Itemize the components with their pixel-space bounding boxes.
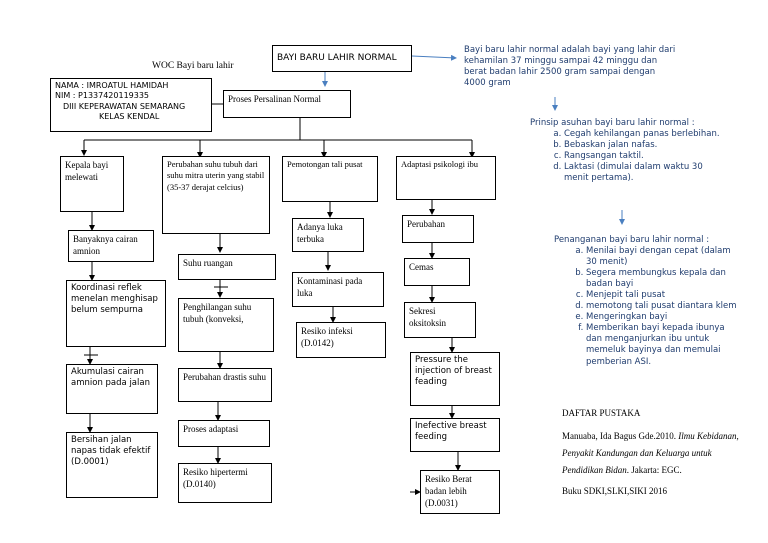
col1-node-5: Bersihan jalan napas tidak efektif (D.00… (66, 432, 158, 498)
handling-item: memotong tali pusat diantara klem (586, 301, 738, 312)
bibliography-section: DAFTAR PUSTAKA Manuaba, Ida Bagus Gde.20… (562, 405, 752, 500)
col4-node-1: Adaptasi psikologi ibu (396, 156, 496, 200)
principles-title: Prinsip asuhan bayi baru lahir normal : (530, 118, 695, 128)
identity-name: NAMA : IMROATUL HAMIDAH (55, 81, 169, 90)
definition-text: Bayi baru lahir normal adalah bayi yang … (464, 45, 676, 89)
col2-node-5: Proses adaptasi (178, 420, 270, 447)
col2-node-3: Penghilangan suhu tubuh (konveksi, (178, 298, 274, 352)
principles-section: Prinsip asuhan bayi baru lahir normal : … (530, 118, 726, 184)
col1-node-4: Akumulasi cairan amnion pada jalan (66, 364, 158, 414)
handling-item: Segera membungkus kepala dan badan bayi (586, 268, 738, 290)
principle-item: Cegah kehilangan panas berlebihan. (564, 129, 726, 140)
identity-program: DIII KEPERAWATAN SEMARANG (63, 101, 186, 111)
col4-node-4: Sekresi oksitoksin (404, 302, 476, 338)
col4-node-5: Pressure the injection of breast feading (410, 352, 500, 406)
principle-item: Laktasi (dimulai dalam waktu 30 menit pe… (564, 162, 726, 184)
handling-item: Memberikan bayi kepada ibunya dan mengan… (586, 323, 738, 367)
col1-node-3: Koordinasi reflek menelan menghisap belu… (66, 280, 166, 347)
handling-section: Penanganan bayi baru lahir normal : Meni… (554, 235, 738, 368)
col2-node-2: Suhu ruangan (178, 254, 276, 280)
title-text: BAYI BARU LAHIR NORMAL (277, 53, 397, 63)
identity-class: KELAS KENDAL (99, 112, 160, 122)
col1-node-1: Kepala bayi melewati (60, 156, 124, 212)
col3-node-2: Adanya luka terbuka (292, 218, 364, 252)
handling-title: Penanganan bayi baru lahir normal : (554, 235, 710, 245)
col4-node-2: Perubahan (402, 215, 474, 243)
woc-title: WOC Bayi baru lahir (152, 61, 234, 71)
col2-node-4: Perubahan drastis suhu (178, 368, 272, 402)
handling-item: Menilai bayi dengan cepat (dalam 30 meni… (586, 246, 738, 268)
col2-node-6: Resiko hipertermi (D.0140) (178, 463, 272, 503)
process-text: Proses Persalinan Normal (228, 94, 321, 104)
process-box: Proses Persalinan Normal (223, 90, 351, 118)
identity-nim: NIM : P1337420119335 (55, 91, 150, 101)
col4-node-6: Inefective breast feeding (410, 418, 500, 452)
handling-item: Mengeringkan bayi (586, 312, 738, 323)
identity-box: NAMA : IMROATUL HAMIDAH NIM : P133742011… (50, 78, 212, 132)
col4-node-3: Cemas (404, 258, 470, 286)
title-box: BAYI BARU LAHIR NORMAL (272, 45, 412, 72)
col1-node-2: Banyaknya cairan amnion (68, 230, 154, 262)
handling-item: Menjepit tali pusat (586, 290, 738, 301)
arrow-title-definition (411, 54, 457, 61)
principle-item: Bebaskan jalan nafas. (564, 140, 726, 151)
col4-node-7: Resiko Berat badan lebih (D.0031) (420, 470, 500, 514)
principle-item: Rangsangan taktil. (564, 151, 726, 162)
bibliography-ref-1: Manuaba, Ida Bagus Gde.2010. Ilmu Kebida… (562, 431, 739, 476)
col3-node-1: Pemotongan tali pusat (282, 156, 378, 202)
col2-node-1: Perubahan suhu tubuh dari suhu mitra ute… (162, 156, 270, 234)
bibliography-title: DAFTAR PUSTAKA (562, 408, 641, 418)
col3-node-3: Kontaminasi pada luka (292, 272, 384, 307)
col3-node-4: Resiko infeksi (D.0142) (296, 322, 386, 358)
bibliography-ref-2: Buku SDKI,SLKI,SIKI 2016 (562, 486, 668, 497)
